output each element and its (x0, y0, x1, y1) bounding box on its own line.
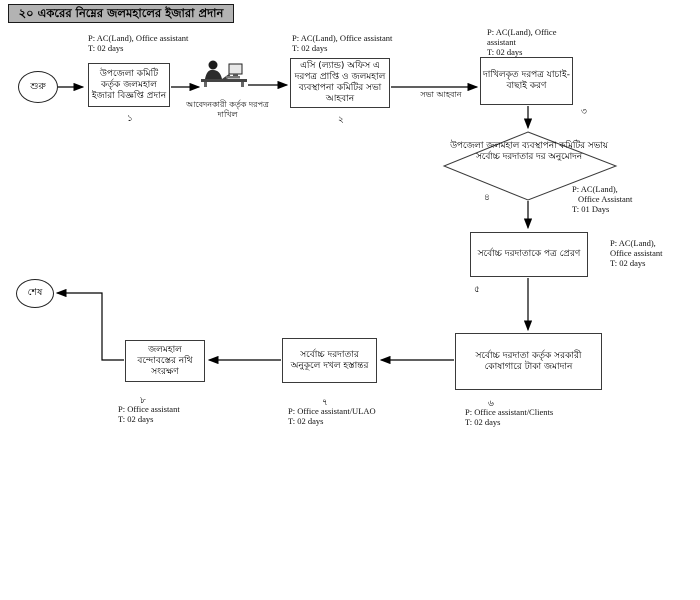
process-box-8-label: জলমহাল বন্দোবস্তের নথি সংরক্ষণ (137, 344, 193, 377)
start-terminal-label: শুরু (30, 80, 46, 92)
process-box-7-label: সর্বোচ্চ দরদাতার অনুকূলে দখল হস্তান্তর (290, 349, 369, 371)
process-box-6-label: সর্বোচ্চ দরদাতা কর্তৃক সরকারী কোষাগারে ট… (475, 350, 582, 372)
step-8-number: ৮ (140, 396, 146, 406)
process-box-2: এসি (ল্যান্ড) অফিস এ দরপত্র প্রাপ্তি ও জ… (290, 58, 390, 108)
process-box-1-label: উপজেলা কমিটি কর্তৃক জলমহাল ইজারা বিজ্ঞপ্… (91, 68, 167, 101)
arrow-step8-to-end (55, 288, 124, 361)
applicant-submission-note: আবেদনকারী কর্তৃক দরপত্র দাখিল (186, 100, 269, 119)
step-6-number: ৬ (488, 399, 494, 409)
step-2-meta: P: AC(Land), Office assistant T: 02 days (292, 33, 392, 53)
meeting-call-arrow-label: সভা আহবান (420, 90, 462, 99)
step-7-meta-line: T: 02 days (288, 416, 324, 426)
process-box-5: সর্বোচ্চ দরদাতাকে পত্র প্রেরণ (470, 232, 588, 277)
step-8-meta-line: T: 02 days (118, 414, 154, 424)
process-box-3: দাখিলকৃত দরপত্র যাচাই-বাছাই করণ (480, 57, 573, 105)
step-4-number: ৪ (484, 193, 490, 203)
step-8-meta-line: P: Office assistant (118, 404, 180, 414)
step-7-meta-line: P: Office assistant/ULAO (288, 406, 376, 416)
step-2-number: ২ (338, 115, 344, 125)
decision-label: উপজেলা জলমহাল ব্যবস্থাপনা কমিটির সভায় স… (450, 141, 608, 162)
process-box-5-label: সর্বোচ্চ দরদাতাকে পত্র প্রেরণ (477, 249, 581, 259)
step-4-meta-line: Office Assistant (578, 194, 633, 204)
step-2-meta-line: P: AC(Land), Office assistant (292, 33, 393, 43)
step-3-meta-line: T: 02 days (487, 47, 523, 57)
process-box-3-label: দাখিলকৃত দরপত্র যাচাই-বাছাই করণ (483, 70, 570, 91)
step-4-meta-line: P: AC(Land), (572, 184, 618, 194)
end-terminal: শেষ (16, 279, 54, 308)
step-3-number: ৩ (581, 107, 587, 117)
step-7-meta: P: Office assistant/ULAO T: 02 days (288, 406, 376, 426)
process-box-6: সর্বোচ্চ দরদাতা কর্তৃক সরকারী কোষাগারে ট… (455, 333, 602, 390)
step-3-meta-line: P: AC(Land), Office (487, 27, 557, 37)
step-6-meta-line: P: Office assistant/Clients (465, 407, 554, 417)
step-5-meta: P: AC(Land), Office assistant T: 02 days (610, 238, 662, 268)
step-6-meta: P: Office assistant/Clients T: 02 days (465, 407, 553, 427)
step-1-meta-line: P: AC(Land), Office assistant (88, 33, 189, 43)
step-1-number: ১ (127, 114, 133, 124)
clerk-desk-clipart (201, 60, 247, 87)
step-5-meta-line: T: 02 days (610, 258, 646, 268)
step-1-meta: P: AC(Land), Office assistant T: 02 days (88, 33, 188, 53)
step-2-meta-line: T: 02 days (292, 43, 328, 53)
process-box-1: উপজেলা কমিটি কর্তৃক জলমহাল ইজারা বিজ্ঞপ্… (88, 63, 170, 107)
step-3-meta-line: assistant (487, 37, 516, 47)
process-box-7: সর্বোচ্চ দরদাতার অনুকূলে দখল হস্তান্তর (282, 338, 377, 383)
process-box-2-label: এসি (ল্যান্ড) অফিস এ দরপত্র প্রাপ্তি ও জ… (294, 61, 386, 104)
step-5-number: ৫ (474, 285, 480, 295)
page-title: ২০ একরের নিম্নের জলমহালের ইজারা প্রদান (8, 4, 234, 23)
end-terminal-label: শেষ (27, 287, 43, 298)
step-5-meta-line: Office assistant (610, 248, 663, 258)
step-6-meta-line: T: 02 days (465, 417, 501, 427)
step-1-meta-line: T: 02 days (88, 43, 124, 53)
decision-diamond (442, 131, 618, 201)
step-4-meta: P: AC(Land), Office Assistant T: 01 Days (572, 184, 632, 214)
step-4-meta-line: T: 01 Days (572, 204, 610, 214)
step-8-meta: P: Office assistant T: 02 days (118, 404, 180, 424)
step-5-meta-line: P: AC(Land), (610, 238, 656, 248)
step-3-meta: P: AC(Land), Office assistant T: 02 days (487, 27, 556, 57)
process-box-8: জলমহাল বন্দোবস্তের নথি সংরক্ষণ (125, 340, 205, 382)
start-terminal: শুরু (18, 71, 58, 103)
step-7-number: ৭ (322, 398, 328, 408)
